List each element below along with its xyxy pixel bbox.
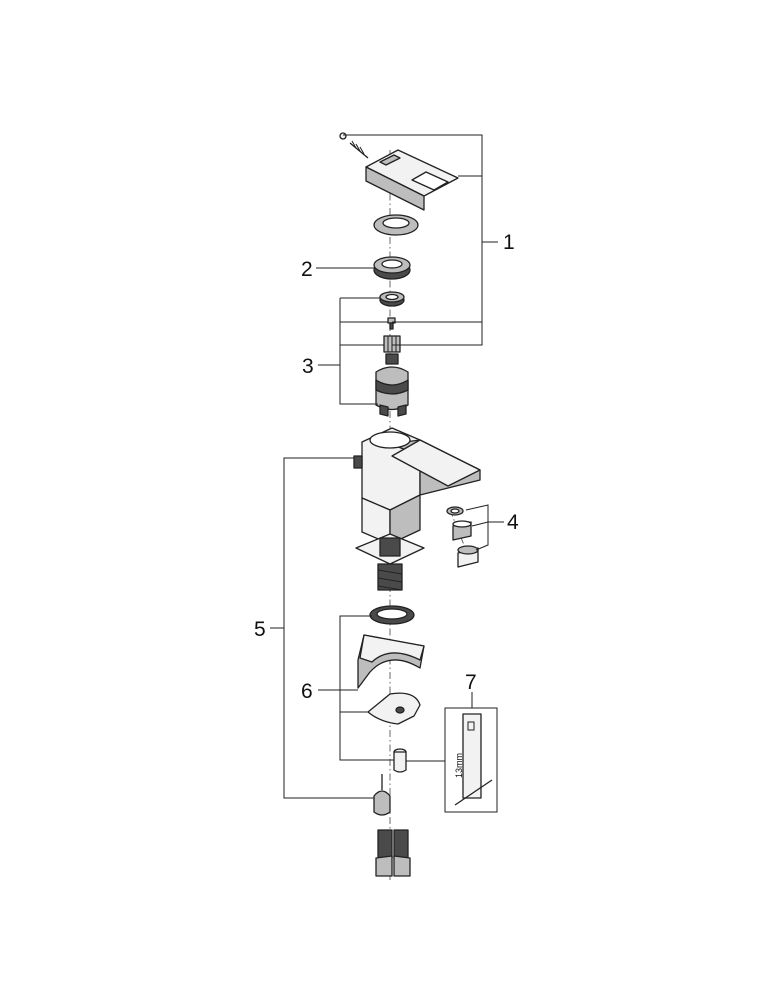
tool-box [444, 707, 498, 813]
spanner-tool: 13mm [444, 707, 498, 813]
fixing-ring [369, 605, 415, 625]
lever-handle [365, 149, 459, 211]
fixing-nut [393, 748, 407, 773]
leader-lines [270, 134, 504, 799]
callout-5: 5 [254, 618, 266, 641]
pull-rod [373, 774, 391, 816]
supply-hoses [375, 829, 411, 877]
callout-2: 2 [301, 258, 313, 281]
aerator [446, 506, 479, 568]
gasket-plate [357, 634, 425, 689]
callout-3: 3 [302, 355, 314, 378]
callout-4: 4 [507, 511, 519, 534]
cover-ring [373, 214, 419, 236]
spindle-adapter [383, 335, 401, 353]
grub-screw [339, 132, 369, 159]
horseshoe-washer [367, 692, 421, 725]
tool-size-label: 13mm [454, 753, 464, 778]
callout-7: 7 [465, 671, 477, 694]
adapter-ring [373, 256, 411, 280]
small-screw [387, 317, 396, 330]
cartridge [375, 353, 409, 417]
callout-6: 6 [301, 680, 313, 703]
threaded-shank [355, 533, 425, 591]
callout-1: 1 [503, 231, 515, 254]
small-nut [379, 291, 405, 307]
spout-body [353, 427, 481, 545]
